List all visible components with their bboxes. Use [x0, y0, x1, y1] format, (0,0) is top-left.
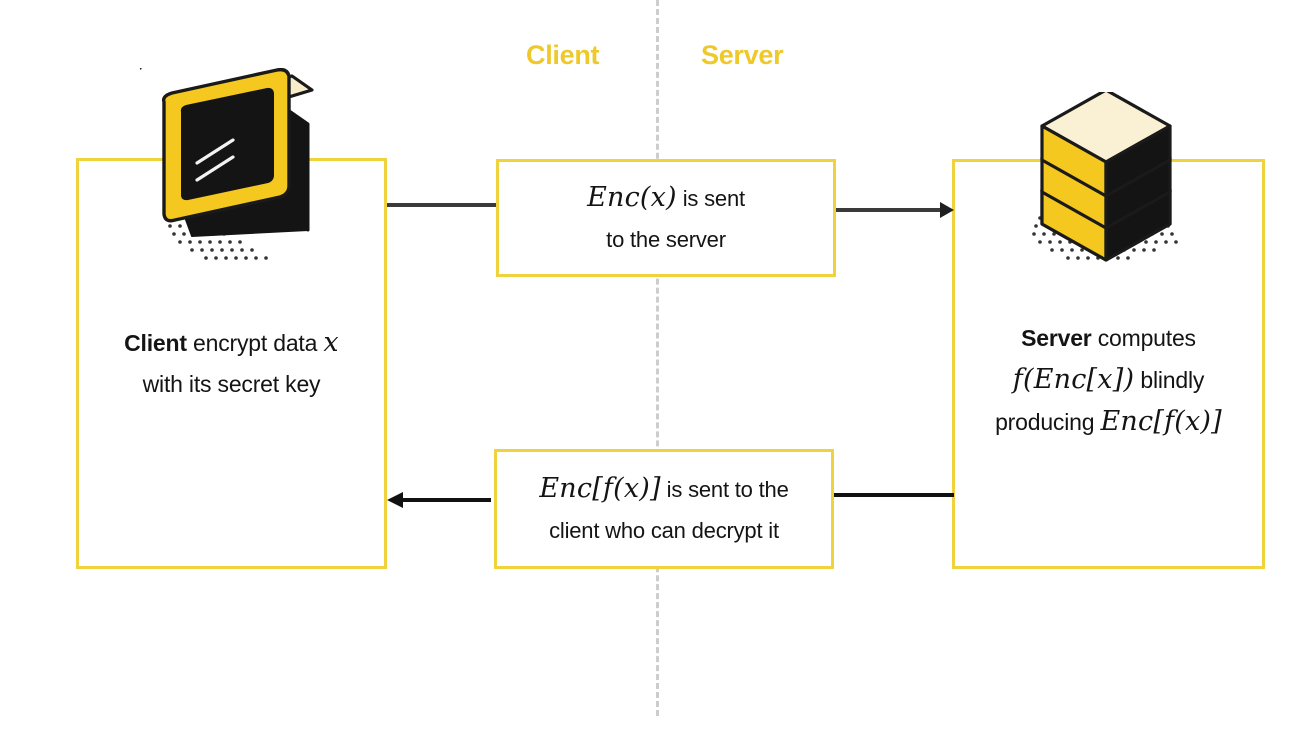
- server-label-bold: Server: [1021, 325, 1092, 351]
- message-down-line1-rest: is sent to the: [660, 476, 789, 502]
- message-down-line1: Enc[f(x)] is sent to the: [497, 468, 831, 510]
- desktop-monitor-icon: [138, 66, 324, 269]
- client-description: Client encrypt data x with its secret ke…: [76, 322, 387, 405]
- server-line3-math: Enc[f(x)]: [1100, 406, 1222, 437]
- message-box-client-to-server: Enc(x) is sent to the server: [496, 159, 836, 277]
- column-header-client: Client: [526, 40, 600, 70]
- server-description-line2: f(Enc[x]) blindly: [952, 359, 1265, 401]
- arrow-server-to-client: [387, 492, 491, 508]
- server-description: Server computes f(Enc[x]) blindly produc…: [952, 318, 1265, 443]
- server-stack-icon: [1008, 88, 1204, 273]
- server-description-line1: Server computes: [952, 318, 1265, 359]
- client-line1-math: x: [323, 327, 339, 358]
- server-line2-math: f(Enc[x]): [1012, 364, 1135, 395]
- arrow-segment-client-to-message: [387, 203, 499, 207]
- client-label-bold: Client: [124, 330, 187, 356]
- server-line2-rest: blindly: [1134, 367, 1205, 393]
- client-server-divider: [656, 0, 659, 716]
- column-header-server: Server: [701, 40, 784, 70]
- client-description-line2: with its secret key: [142, 371, 321, 397]
- arrow-client-to-server: [836, 202, 954, 218]
- message-up-line1-rest: is sent: [676, 185, 745, 211]
- client-description-line1: Client encrypt data x: [76, 322, 387, 364]
- message-up-line1: Enc(x) is sent: [499, 177, 833, 219]
- message-up-line2: to the server: [606, 226, 726, 252]
- message-down-math: Enc[f(x)]: [539, 472, 661, 504]
- message-up-math: Enc(x): [587, 181, 677, 213]
- message-down-line2: client who can decrypt it: [549, 517, 779, 543]
- server-description-line3: producing Enc[f(x)]: [952, 401, 1265, 443]
- arrow-segment-server-to-message: [834, 493, 954, 497]
- server-line3-rest: producing: [995, 409, 1101, 435]
- server-line1-rest: computes: [1091, 325, 1196, 351]
- message-box-server-to-client: Enc[f(x)] is sent to the client who can …: [494, 449, 834, 569]
- client-line1-rest: encrypt data: [186, 330, 324, 356]
